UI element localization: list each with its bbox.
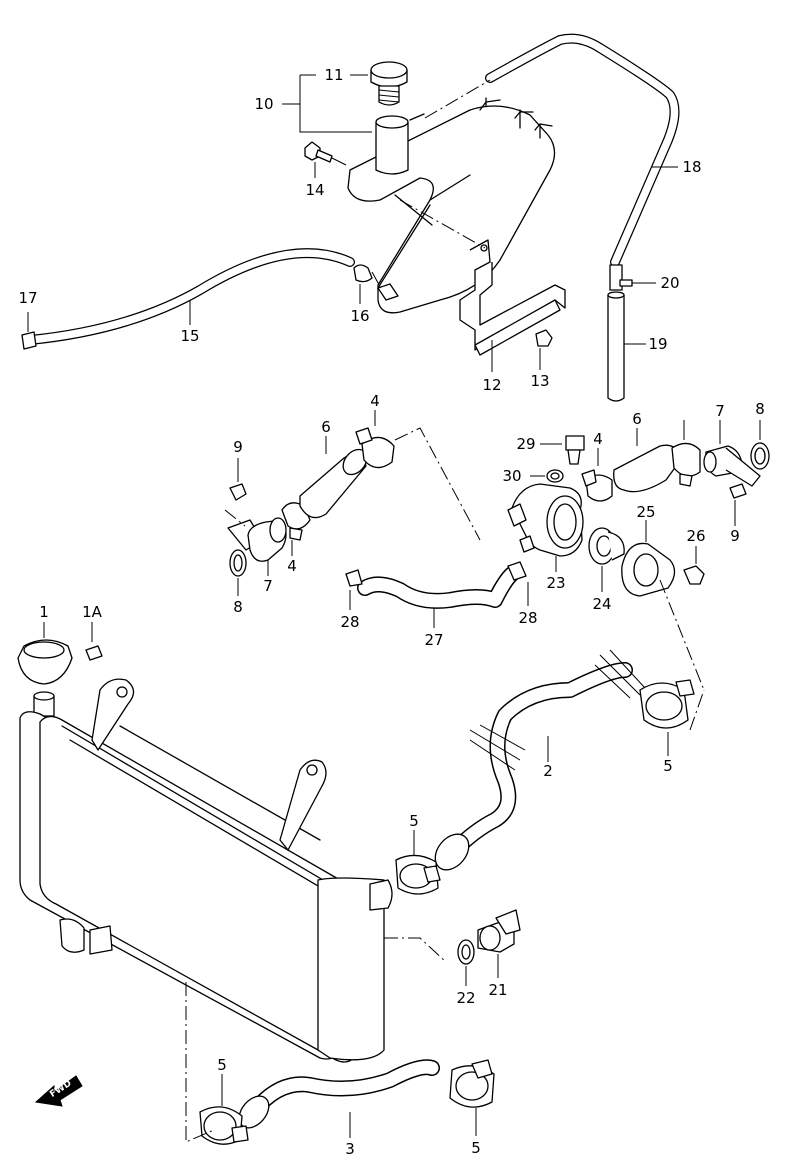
clamp-5-middle	[395, 830, 441, 895]
label-21: 21	[488, 981, 507, 999]
label-9-right: 9	[730, 527, 740, 545]
bolt-9-right	[729, 483, 747, 526]
label-1: 1	[39, 603, 49, 621]
label-10: 10	[254, 95, 273, 113]
label-16: 16	[350, 307, 369, 325]
label-5-upper: 5	[663, 757, 673, 775]
label-3: 3	[345, 1140, 355, 1158]
thermostat-housing-23	[507, 483, 584, 572]
radiator	[19, 678, 393, 1063]
bolt-14	[304, 141, 347, 178]
bolt-9-left	[229, 458, 247, 501]
temp-sensor-29	[540, 435, 585, 465]
tank-bracket	[459, 239, 566, 356]
tank-nipples	[409, 97, 553, 139]
label-6-left: 6	[321, 418, 331, 436]
hose-6-right	[613, 428, 683, 493]
label-25: 25	[636, 503, 655, 521]
fan-switch-21	[477, 909, 521, 978]
label-28-right: 28	[518, 609, 537, 627]
radiator-cap-1	[17, 622, 73, 685]
label-19: 19	[648, 335, 667, 353]
clamp-28-left	[345, 569, 363, 610]
label-17: 17	[18, 289, 37, 307]
clamp-5-bottom-right	[449, 1059, 495, 1136]
label-30: 30	[502, 467, 521, 485]
bolt-1a	[85, 622, 103, 661]
clamp-4-right	[581, 448, 613, 502]
joint-20	[609, 264, 656, 291]
label-15: 15	[180, 327, 199, 345]
label-24: 24	[592, 595, 611, 613]
label-20: 20	[660, 274, 679, 292]
label-11: 11	[324, 66, 343, 84]
bolt-26	[683, 546, 705, 585]
label-7-right: 7	[715, 402, 725, 420]
clamp-16	[353, 264, 399, 304]
label-1a: 1A	[82, 603, 103, 621]
label-8-right: 8	[755, 400, 765, 418]
reservoir-cap	[370, 61, 408, 106]
thermostat-cover-25	[621, 520, 676, 597]
label-8-left: 8	[233, 598, 243, 616]
lower-hose-3	[238, 1059, 440, 1138]
fitting-7-left	[224, 509, 287, 576]
label-26: 26	[686, 527, 705, 545]
o-ring-22	[384, 937, 475, 986]
label-23: 23	[546, 574, 565, 592]
hose-27	[357, 566, 520, 628]
clamp-28-right	[507, 561, 529, 606]
clamp-5-bottom-left	[199, 1074, 249, 1145]
reservoir-filler-neck	[375, 115, 409, 175]
label-4-left: 4	[287, 557, 297, 575]
label-29: 29	[516, 435, 535, 453]
label-4-right: 4	[593, 430, 603, 448]
label-5-bottom-right: 5	[471, 1139, 481, 1157]
fwd-arrow-icon	[34, 1075, 83, 1107]
label-14: 14	[305, 181, 324, 199]
thermostat-24	[588, 527, 625, 592]
overflow-hose-15	[25, 248, 355, 345]
clamp-5-upper	[639, 679, 695, 756]
label-7-left: 7	[263, 577, 273, 595]
label-28-left: 28	[340, 613, 359, 631]
fitting-7-right	[703, 420, 761, 487]
o-ring-8-left	[229, 549, 247, 596]
label-9-left: 9	[233, 438, 243, 456]
label-12: 12	[482, 376, 501, 394]
label-5-bottom-left: 5	[217, 1056, 227, 1074]
hose-6-left	[299, 436, 368, 519]
label-13: 13	[530, 372, 549, 390]
label-2: 2	[543, 762, 553, 780]
drain-hose-19	[607, 291, 646, 402]
washer-30	[530, 469, 564, 483]
clamp-4-top	[355, 410, 481, 541]
label-4-top: 4	[370, 392, 380, 410]
bolt-13	[535, 329, 553, 370]
label-22: 22	[456, 989, 475, 1007]
label-6-right: 6	[632, 410, 642, 428]
breather-hose-18	[424, 33, 680, 267]
clip-17	[21, 312, 37, 350]
label-18: 18	[682, 158, 701, 176]
clamp-4-farright	[671, 420, 701, 487]
label-5-middle: 5	[409, 812, 419, 830]
o-ring-8-right	[750, 420, 770, 470]
upper-hose-2	[434, 649, 646, 871]
label-27: 27	[424, 631, 443, 649]
